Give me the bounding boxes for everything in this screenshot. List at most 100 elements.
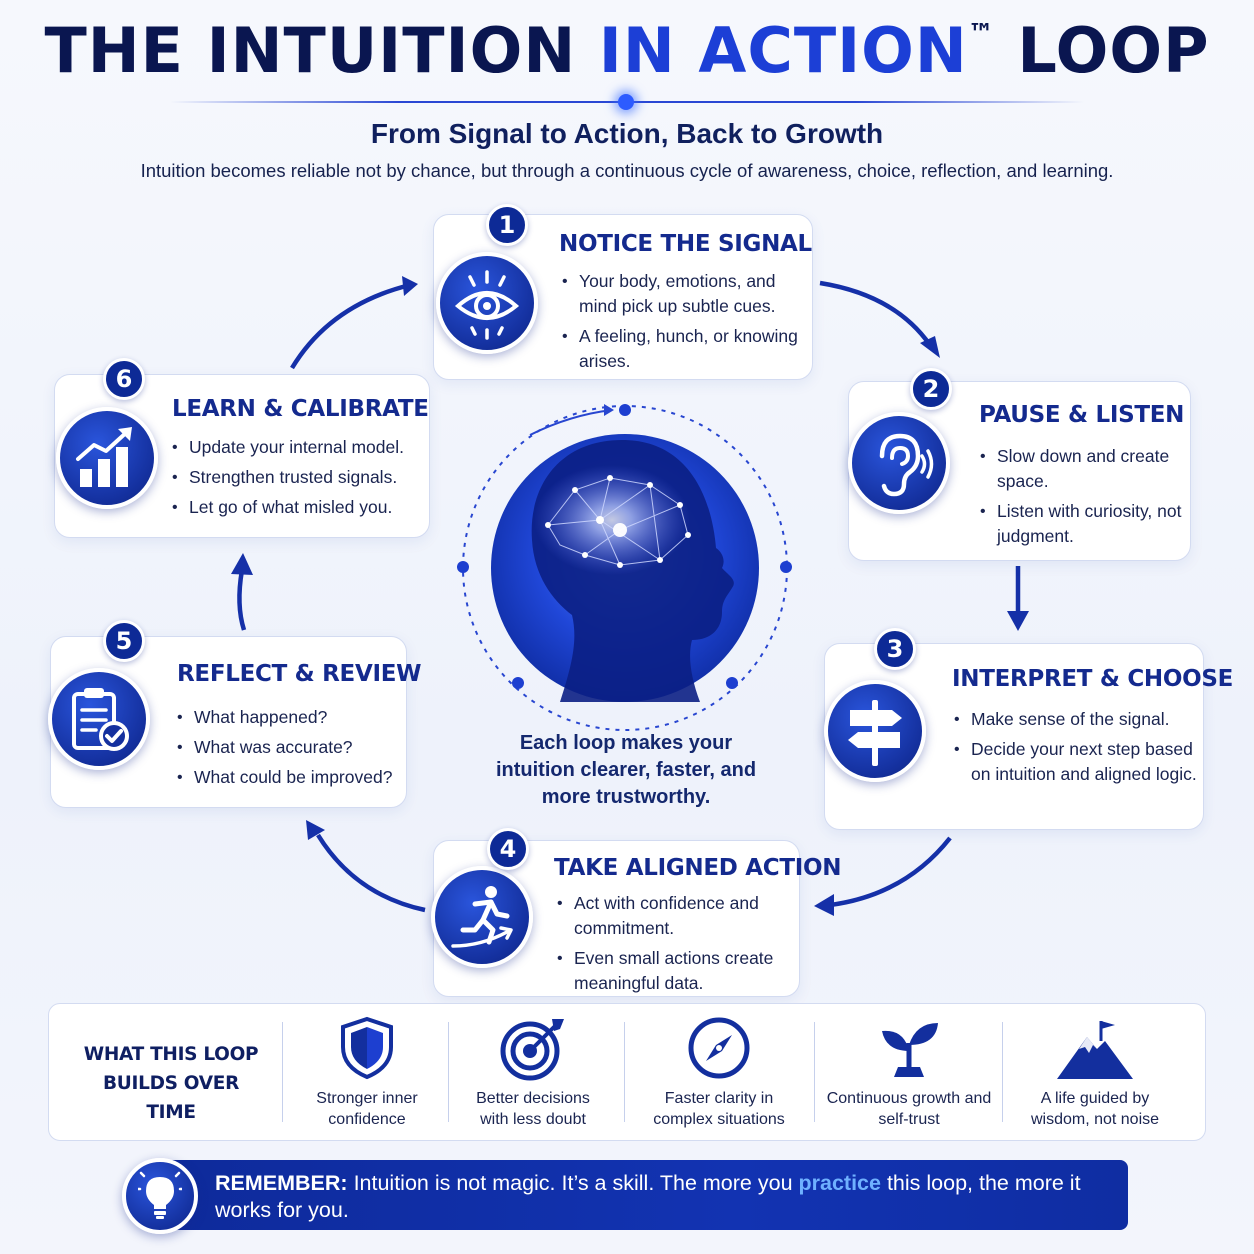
page-title: THE INTUITION IN ACTION™ LOOP xyxy=(0,14,1254,87)
step-title: PAUSE & LISTEN xyxy=(979,402,1185,428)
arrow-4-to-5 xyxy=(316,833,426,913)
arrowhead xyxy=(231,553,253,575)
step-title: TAKE ALIGNED ACTION xyxy=(554,855,842,881)
intro-text: Intuition becomes reliable not by chance… xyxy=(140,160,1114,181)
benefit-divider xyxy=(448,1022,449,1122)
step-number-4: 4 xyxy=(487,828,529,870)
clipboard-check-icon xyxy=(48,668,150,770)
benefit-item: A life guided by wisdom, not noise xyxy=(1012,1012,1178,1130)
step-number-1: 1 xyxy=(486,204,528,246)
arrow-5-to-6 xyxy=(237,569,247,631)
remember-highlight: practice xyxy=(798,1171,881,1195)
benefit-divider xyxy=(282,1022,283,1122)
arrowhead xyxy=(920,336,940,358)
arrowhead xyxy=(306,820,325,840)
step-bullets: What happened? What was accurate? What c… xyxy=(177,705,402,795)
target-icon xyxy=(460,1012,606,1084)
step-bullets: Your body, emotions, and mind pick up su… xyxy=(562,269,807,379)
bullet-item: Update your internal model. xyxy=(172,435,427,460)
bullet-item: Let go of what misled you. xyxy=(172,495,427,520)
orbit-dot xyxy=(457,561,469,573)
bullet-item: Decide your next step based on intuition… xyxy=(954,737,1199,787)
center-caption: Each loop makes your intuition clearer, … xyxy=(495,732,757,808)
remember-text: REMEMBER: Intuition is not magic. It’s a… xyxy=(215,1170,1115,1224)
step-card-6: LEARN & CALIBRATE Update your internal m… xyxy=(54,374,430,538)
benefits-title: WHAT THIS LOOP BUILDS OVER TIME xyxy=(83,1044,259,1123)
step-number-6: 6 xyxy=(103,358,145,400)
orbit-dot xyxy=(512,677,524,689)
step-bullets: Slow down and create space. Listen with … xyxy=(980,444,1185,554)
benefit-item: Faster clarity in complex situations xyxy=(634,1012,804,1130)
arrow-1-to-2 xyxy=(819,280,932,347)
benefit-divider xyxy=(624,1022,625,1122)
step-number-3: 3 xyxy=(874,628,916,670)
arrowhead xyxy=(402,276,418,296)
bullet-item: Act with confidence and commitment. xyxy=(557,891,797,941)
title-accent: IN ACTION xyxy=(598,14,968,87)
lightbulb-icon xyxy=(122,1158,198,1234)
step-card-5: REFLECT & REVIEW What happened? What was… xyxy=(50,636,422,808)
arrowhead xyxy=(604,404,614,416)
remember-label: REMEMBER: xyxy=(215,1171,348,1195)
benefit-label: A life guided by wisdom, not noise xyxy=(1030,1090,1160,1128)
signpost-icon xyxy=(824,680,926,782)
bullet-item: Slow down and create space. xyxy=(980,444,1185,494)
arrowhead xyxy=(814,894,834,916)
step-bullets: Act with confidence and commitment. Even… xyxy=(557,891,797,1001)
orbit-dot xyxy=(726,677,738,689)
bullet-item: A feeling, hunch, or knowing arises. xyxy=(562,324,807,374)
benefits-panel xyxy=(48,1003,1206,1141)
benefit-divider xyxy=(1002,1022,1003,1122)
step-card-3: INTERPRET & CHOOSE Make sense of the sig… xyxy=(824,643,1233,830)
mountain-flag-icon xyxy=(1012,1012,1178,1084)
bullet-item: Strengthen trusted signals. xyxy=(172,465,427,490)
benefit-item: Stronger inner confidence xyxy=(292,1012,442,1130)
benefit-label: Faster clarity in complex situations xyxy=(653,1090,785,1128)
step-title: REFLECT & REVIEW xyxy=(177,661,422,687)
compass-icon xyxy=(634,1012,804,1084)
benefit-label: Better decisions with less doubt xyxy=(476,1090,590,1128)
subtitle: From Signal to Action, Back to Growth xyxy=(370,118,884,149)
step-title: NOTICE THE SIGNAL xyxy=(559,231,812,257)
bullet-item: What happened? xyxy=(177,705,402,730)
benefit-label: Continuous growth and self-trust xyxy=(826,1090,992,1128)
divider-glow-dot xyxy=(618,94,634,110)
step-number-5: 5 xyxy=(103,620,145,662)
bullet-item: Listen with curiosity, not judgment. xyxy=(980,499,1185,549)
arrowhead xyxy=(1007,611,1029,631)
bullet-item: Your body, emotions, and mind pick up su… xyxy=(562,269,807,319)
sprout-icon xyxy=(824,1012,994,1084)
orbit-dot xyxy=(780,561,792,573)
eye-icon xyxy=(436,252,538,354)
title-part-1: THE INTUITION xyxy=(44,14,599,87)
bullet-item: What was accurate? xyxy=(177,735,402,760)
brain-head-icon xyxy=(491,434,759,702)
step-title: INTERPRET & CHOOSE xyxy=(952,666,1234,692)
growth-chart-icon xyxy=(56,407,158,509)
step-card-4: TAKE ALIGNED ACTION Act with confidence … xyxy=(433,840,842,997)
orbit-arrow xyxy=(529,409,613,436)
orbit-dot xyxy=(619,404,631,416)
step-bullets: Make sense of the signal. Decide your ne… xyxy=(954,707,1199,792)
benefit-item: Continuous growth and self-trust xyxy=(824,1012,994,1130)
trademark-symbol: ™ xyxy=(967,19,995,49)
benefit-label: Stronger inner confidence xyxy=(316,1090,418,1128)
remember-banner xyxy=(150,1160,1128,1230)
bullet-item: What could be improved? xyxy=(177,765,402,790)
bullet-item: Even small actions create meaningful dat… xyxy=(557,946,797,996)
bullet-item: Make sense of the signal. xyxy=(954,707,1199,732)
benefit-item: Better decisions with less doubt xyxy=(460,1012,606,1130)
step-bullets: Update your internal model. Strengthen t… xyxy=(172,435,427,525)
title-part-2: LOOP xyxy=(994,14,1210,87)
shield-icon xyxy=(292,1012,442,1084)
remember-text-before: Intuition is not magic. It’s a skill. Th… xyxy=(347,1171,799,1195)
arrow-3-to-4 xyxy=(829,836,952,908)
ear-icon xyxy=(848,412,950,514)
remember-text-after: this loop, the more it works for you. xyxy=(215,1171,1081,1222)
step-title: LEARN & CALIBRATE xyxy=(172,396,429,422)
benefit-divider xyxy=(814,1022,815,1122)
running-person-icon xyxy=(431,866,533,968)
arrow-6-to-1 xyxy=(290,281,415,370)
step-number-2: 2 xyxy=(910,368,952,410)
